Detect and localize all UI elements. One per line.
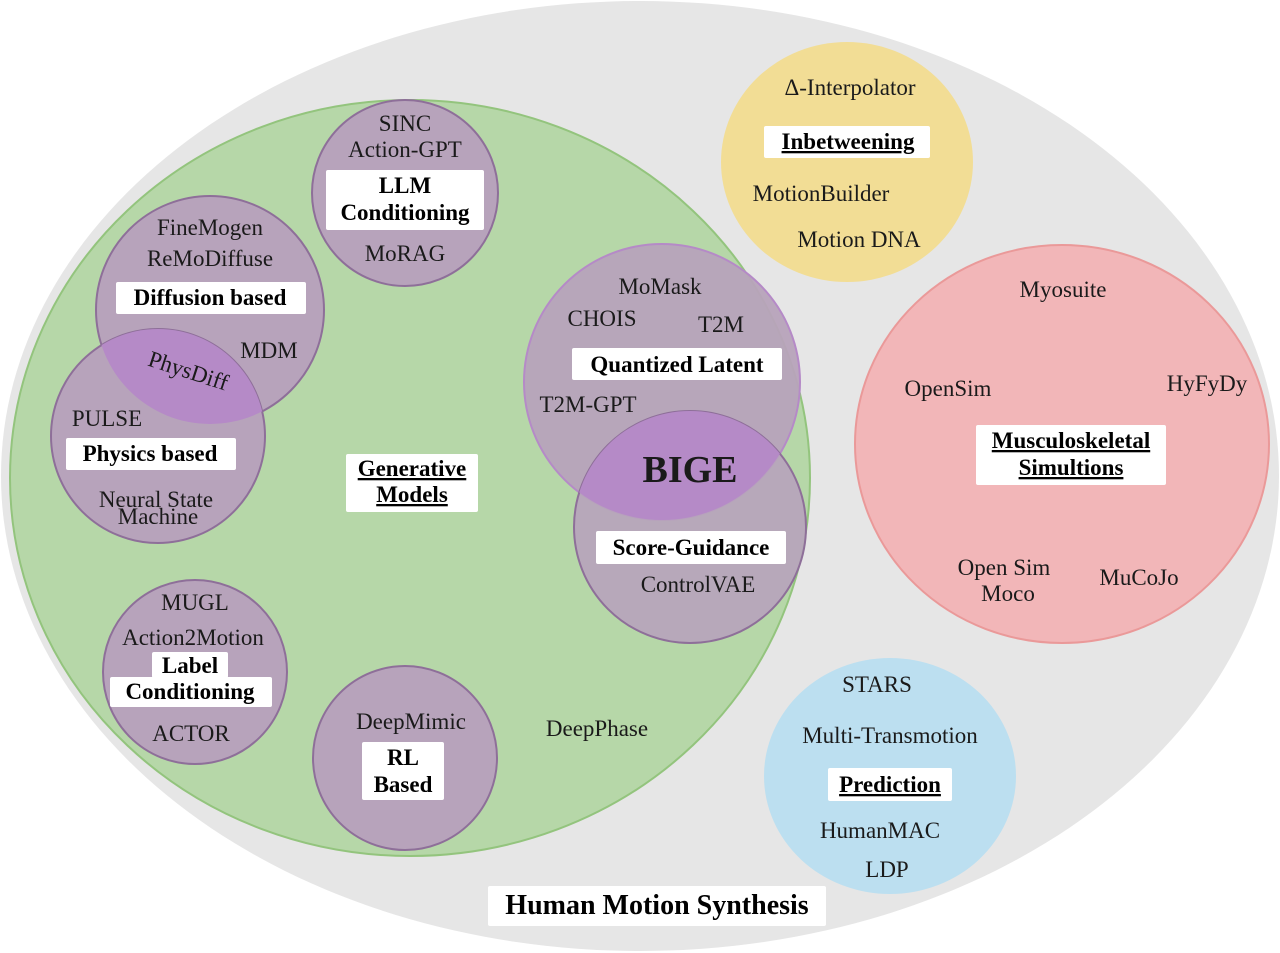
bige-overlap-region	[574, 411, 800, 520]
llm-title-line2: Conditioning	[340, 200, 470, 225]
label-title-line1: Label	[162, 653, 218, 678]
llm-title-box	[326, 170, 484, 230]
musculo-title-line1: Musculoskeletal	[992, 428, 1150, 453]
quantized-item-chois: CHOIS	[567, 306, 636, 331]
diffusion-item-finemogen: FineMogen	[157, 215, 264, 240]
label-item-action2motion: Action2Motion	[122, 625, 264, 650]
musculo-item-opensim: OpenSim	[905, 376, 992, 401]
label-title-box-2	[110, 677, 272, 707]
score-item-controlvae: ControlVAE	[641, 572, 756, 597]
generative-title-line2: Models	[376, 482, 448, 507]
label-title-line2: Conditioning	[125, 679, 255, 704]
musculo-title-box	[976, 425, 1166, 485]
bige-label: BIGE	[642, 449, 737, 491]
llm-item-morag: MoRAG	[365, 241, 446, 266]
physics-item-nsm-line2: Machine	[118, 504, 198, 529]
prediction-title-box	[828, 768, 952, 801]
diffusion-item-mdm: MDM	[240, 338, 298, 363]
score-title: Score-Guidance	[613, 535, 770, 560]
score-title-box	[596, 531, 786, 564]
inbetweening-item-motion-dna: Motion DNA	[797, 227, 921, 252]
inbetweening-item-delta-interpolator: Δ-Interpolator	[784, 75, 915, 100]
diffusion-title: Diffusion based	[134, 285, 287, 310]
musculo-item-opensim-moco-line1: Open Sim	[958, 555, 1051, 580]
prediction-item-multi-transmotion: Multi-Transmotion	[802, 723, 978, 748]
prediction-title: Prediction	[839, 772, 941, 797]
inbetweening-circle	[721, 42, 973, 282]
generative-title-box	[346, 454, 478, 512]
inbetweening-title: Inbetweening	[782, 129, 915, 154]
llm-item-sinc: SINC	[379, 111, 431, 136]
llm-title-line1: LLM	[379, 173, 432, 198]
generative-title-line1: Generative	[358, 456, 467, 481]
quantized-item-t2m-gpt: T2M-GPT	[539, 392, 636, 417]
diffusion-item-remodiffuse: ReMoDiffuse	[147, 246, 273, 271]
quantized-item-t2m: T2M	[698, 312, 744, 337]
inbetweening-item-motionbuilder: MotionBuilder	[753, 181, 890, 206]
label-item-actor: ACTOR	[152, 721, 230, 746]
label-item-mugl: MUGL	[161, 590, 229, 615]
musculo-item-opensim-moco-line2: Moco	[981, 581, 1035, 606]
diffusion-title-box	[116, 282, 306, 314]
physics-title: Physics based	[83, 441, 218, 466]
inbetweening-title-box	[764, 126, 930, 158]
rl-title-line2: Based	[374, 772, 433, 797]
prediction-item-ldp: LDP	[865, 857, 908, 882]
rl-title-line1: RL	[387, 745, 419, 770]
musculo-item-mucojo: MuCoJo	[1099, 565, 1178, 590]
quantized-item-momask: MoMask	[618, 274, 702, 299]
quantized-title-box	[572, 348, 782, 380]
prediction-item-stars: STARS	[842, 672, 912, 697]
prediction-item-humanmac: HumanMAC	[820, 818, 940, 843]
generative-item-deepphase: DeepPhase	[546, 716, 648, 741]
physics-item-pulse: PULSE	[72, 406, 142, 431]
outer-title: Human Motion Synthesis	[505, 890, 808, 921]
llm-item-action-gpt: Action-GPT	[348, 137, 462, 162]
musculo-item-hyfydy: HyFyDy	[1167, 371, 1248, 396]
rl-item-deepmimic: DeepMimic	[356, 709, 466, 734]
rl-title-box	[362, 742, 444, 800]
physics-item-nsm-line1: Neural State	[99, 487, 213, 512]
outer-title-box	[488, 886, 826, 926]
musculo-item-myosuite: Myosuite	[1020, 277, 1107, 302]
quantized-title: Quantized Latent	[590, 352, 763, 377]
musculo-title-line2: Simultions	[1019, 455, 1124, 480]
label-title-box	[152, 652, 228, 678]
physics-title-box	[66, 438, 236, 470]
